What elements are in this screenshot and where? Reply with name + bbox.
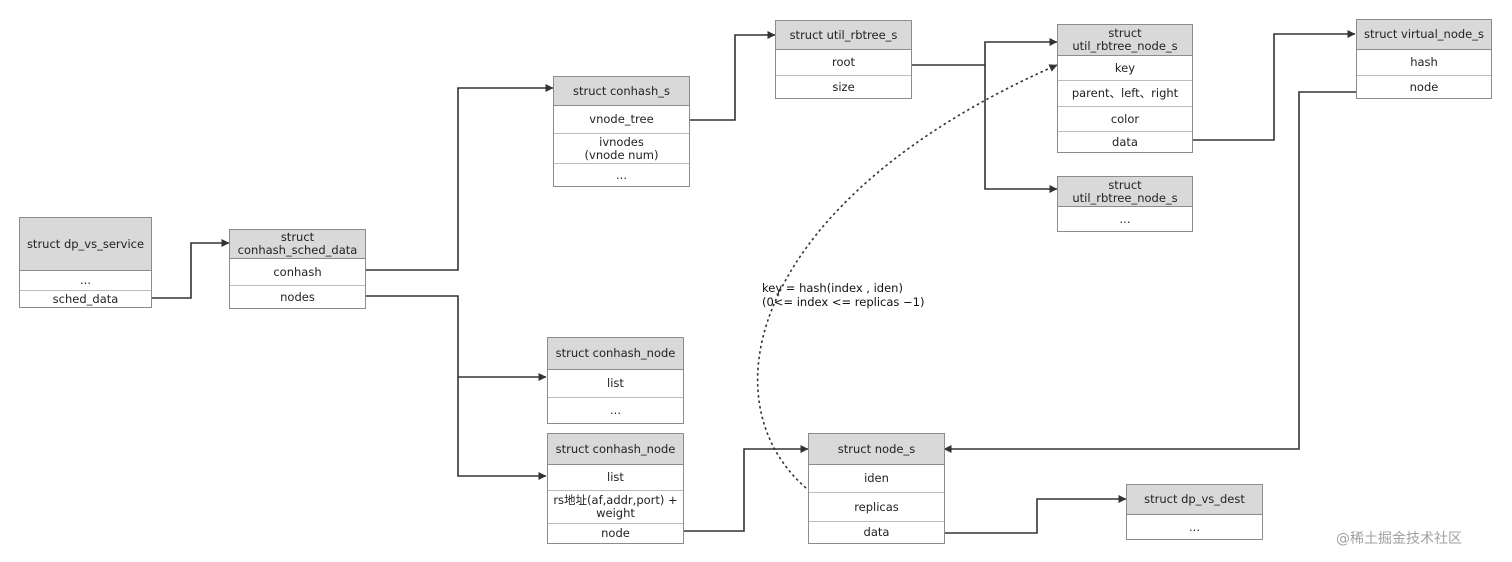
struct-util-rbtree-node-s: struct util_rbtree_node_s ... (1057, 176, 1193, 232)
field-nodes: nodes (230, 285, 365, 308)
arrow-conhash-to-conhash-s (366, 84, 554, 271)
struct-title: struct conhash_node (548, 338, 683, 370)
struct-title: struct util_rbtree_s (776, 21, 911, 50)
hash-key-annotation: key = hash(index , iden) (0<= index <= r… (762, 281, 924, 309)
arrow-conhash-node-to-node-s (684, 445, 809, 532)
annotation-line-1: key = hash(index , iden) (762, 281, 903, 295)
field-ivnodes: ivnodes (vnode num) (554, 133, 689, 163)
field-size: size (776, 75, 911, 98)
field-vnode-tree: vnode_tree (589, 112, 654, 126)
struct-title: struct dp_vs_dest (1127, 485, 1262, 515)
struct-util-rbtree-s: struct util_rbtree_s root size (775, 20, 912, 99)
struct-conhash-sched-data: struct conhash_sched_data conhash nodes (229, 229, 366, 309)
field-node: node (548, 523, 683, 543)
struct-dp-vs-service: struct dp_vs_service ... sched_data (19, 217, 152, 308)
field-ellipsis: ... (1119, 211, 1131, 226)
field-node: node (1357, 75, 1491, 98)
struct-title: struct util_rbtree_node_s (1058, 25, 1192, 56)
arrow-nodes-to-conhash-node-2 (457, 377, 547, 480)
arrow-node-data-to-dest (945, 495, 1127, 534)
field-hash: hash (1410, 55, 1438, 69)
arrow-sched-data-to-conhash-sched (152, 239, 230, 299)
struct-dp-vs-dest: struct dp_vs_dest ... (1126, 484, 1263, 540)
arrow-virtual-node-to-node-s (943, 91, 1356, 453)
dotted-key-hash-link (756, 64, 1058, 489)
field-color: color (1058, 106, 1192, 131)
annotation-line-2: (0<= index <= replicas −1) (762, 295, 925, 309)
struct-title: struct conhash_node (548, 434, 683, 465)
struct-virtual-node-s: struct virtual_node_s hash node (1356, 19, 1492, 99)
struct-title: struct node_s (809, 434, 944, 465)
arrow-data-to-virtual-node (1193, 30, 1356, 141)
field-rs-address-weight: rs地址(af,addr,port) + weight (548, 490, 683, 523)
field-ellipsis: ... (554, 163, 689, 186)
arrow-vnode-tree-to-rbtree (690, 31, 776, 121)
struct-title: struct conhash_s (554, 77, 689, 106)
field-iden: iden (864, 471, 889, 485)
watermark: @稀土掘金技术社区 (1336, 531, 1462, 547)
struct-node-s: struct node_s iden replicas data (808, 433, 945, 544)
field-replicas: replicas (809, 492, 944, 521)
arrow-root-to-rbtree-node-2 (984, 65, 1058, 193)
field-key: key (1114, 60, 1136, 75)
field-ellipsis: ... (548, 397, 683, 423)
field-data: data (809, 521, 944, 543)
field-list: list (607, 376, 624, 390)
field-data: data (1058, 131, 1192, 152)
struct-conhash-node: struct conhash_node list ... (547, 337, 684, 424)
struct-title: struct virtual_node_s (1357, 20, 1491, 50)
struct-title: struct util_rbtree_node_s (1058, 177, 1192, 207)
field-sched-data: sched_data (20, 290, 151, 307)
struct-title: struct dp_vs_service (20, 218, 151, 271)
arrow-root-to-rbtree-node-1 (912, 38, 1058, 66)
field-conhash: conhash (273, 264, 322, 279)
field-parent-left-right: parent、left、right (1058, 80, 1192, 106)
field-list: list (607, 470, 624, 484)
struct-conhash-s: struct conhash_s vnode_tree ivnodes (vno… (553, 76, 690, 187)
struct-util-rbtree-node-s: struct util_rbtree_node_s key parent、lef… (1057, 24, 1193, 153)
field-ellipsis: ... (80, 273, 91, 287)
struct-conhash-node: struct conhash_node list rs地址(af,addr,po… (547, 433, 684, 544)
field-ellipsis: ... (1189, 519, 1200, 534)
struct-title: struct conhash_sched_data (230, 230, 365, 259)
arrow-nodes-to-conhash-node-1 (366, 295, 547, 381)
field-root: root (831, 55, 856, 69)
